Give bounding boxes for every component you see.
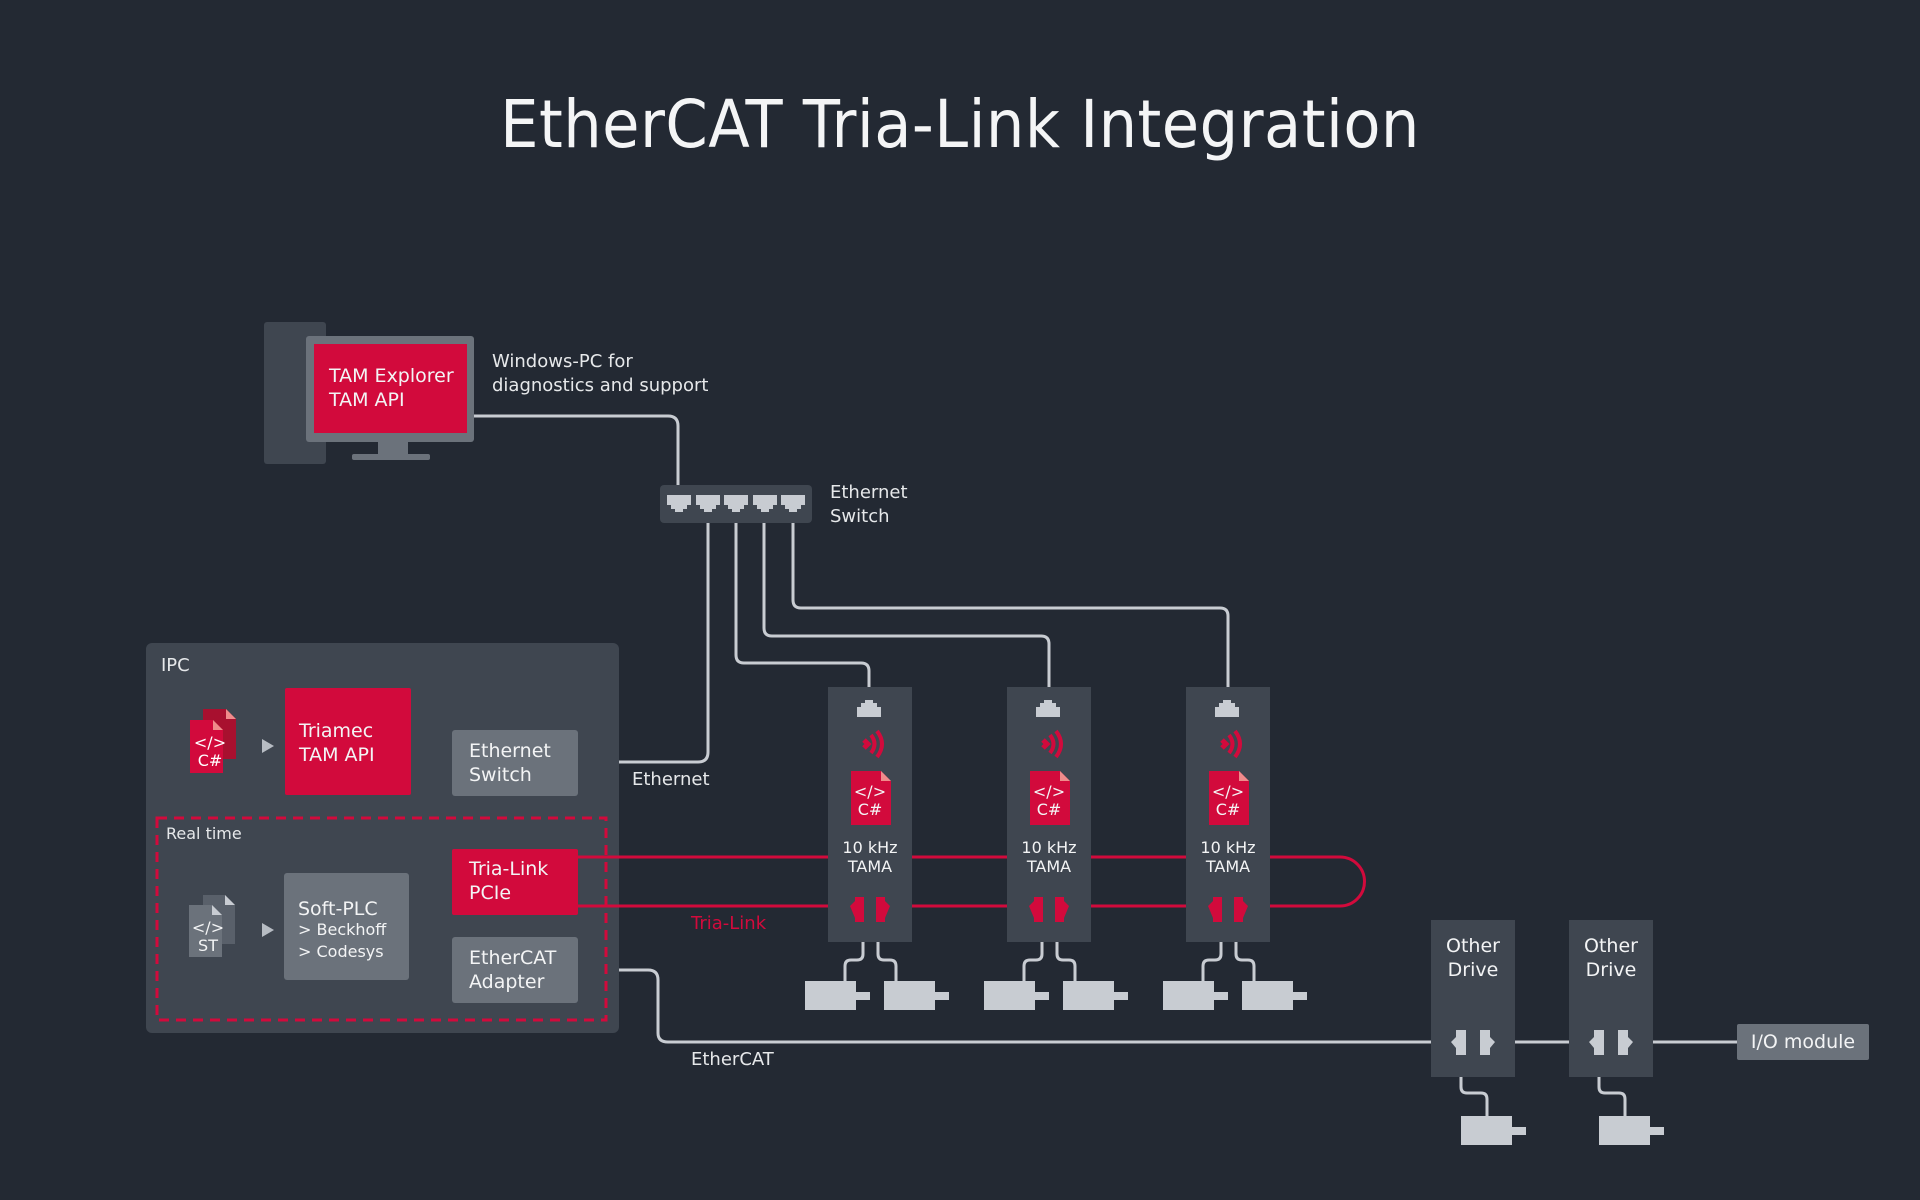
tama-drive	[1163, 687, 1307, 1010]
cable-ethercat	[578, 968, 1737, 1044]
tama-name: TAMA	[1205, 857, 1251, 876]
ethernet-switch-label: Ethernet Switch	[830, 482, 908, 527]
arrow-right-icon	[262, 923, 274, 937]
cable-switch-to-tama1	[734, 508, 871, 700]
motor-icon	[1242, 981, 1307, 1010]
ipc-ethernet-switch-label: Ethernet Switch	[469, 740, 551, 786]
port-icon	[696, 495, 720, 512]
signal-icon	[1041, 729, 1063, 759]
csharp-doc-icon	[1209, 771, 1249, 825]
st-doc-text-1: </>	[191, 918, 225, 937]
tria-link-connector-icon	[1029, 897, 1069, 922]
signal-icon	[862, 729, 884, 759]
other-drive	[1431, 920, 1526, 1145]
tama-frequency: 10 kHz	[1200, 838, 1256, 857]
tama-doc-text-1: </>	[853, 782, 887, 801]
tama-doc-text-2: C#	[1036, 800, 1062, 819]
csharp-doc-icon	[1030, 771, 1070, 825]
tama-name: TAMA	[1026, 857, 1072, 876]
port-icon	[667, 495, 691, 512]
triamec-api-label: Triamec TAM API	[299, 720, 375, 766]
tama-doc-text-1: </>	[1211, 782, 1245, 801]
pc-screen-label-1: TAM Explorer	[329, 365, 454, 387]
ethercat-connector-icon	[1451, 1030, 1495, 1055]
cable-switch-to-ipc	[578, 508, 710, 764]
diagram-title: EtherCAT Tria-Link Integration	[500, 86, 1420, 163]
ipc-ethernet-switch-box	[452, 730, 578, 796]
other-drive-label: Other Drive	[1446, 935, 1500, 981]
port-icon	[781, 495, 805, 512]
cable-pc-to-switch	[474, 414, 680, 502]
soft-plc-title: Soft-PLC	[298, 898, 378, 920]
other-drive	[1569, 920, 1664, 1145]
tria-link-connector-icon	[850, 897, 890, 922]
tama-frequency: 10 kHz	[842, 838, 898, 857]
realtime-boundary	[155, 816, 608, 1022]
motor-icon	[1599, 1116, 1664, 1145]
ethernet-port-icon	[1036, 700, 1060, 717]
triamec-api-box	[285, 688, 411, 795]
motor-icon	[1461, 1116, 1526, 1145]
pc-screen	[314, 344, 467, 433]
port-icon	[724, 495, 748, 512]
tria-link-ring	[578, 855, 1366, 908]
st-doc-text-2: ST	[198, 936, 218, 955]
tria-link-connection-label: Tria-Link	[691, 913, 767, 934]
tama-name: TAMA	[847, 857, 893, 876]
tama-doc-text-2: C#	[1215, 800, 1241, 819]
pc-stand-icon	[378, 442, 408, 455]
ethercat-adapter-box	[452, 937, 578, 1003]
pc-base-icon	[352, 454, 430, 460]
windows-pc-caption: Windows-PC for diagnostics and support	[492, 351, 709, 396]
pc-screen-label-2: TAM API	[329, 389, 405, 411]
motor-icon	[1163, 981, 1228, 1010]
motor-icon	[1063, 981, 1128, 1010]
ethercat-connection-label: EtherCAT	[691, 1049, 774, 1070]
ipc-label: IPC	[161, 655, 190, 676]
tama-frequency: 10 kHz	[1021, 838, 1077, 857]
cable-switch-to-tama2	[762, 508, 1051, 700]
csharp-doc-icon	[190, 709, 236, 773]
arrow-right-icon	[262, 739, 274, 753]
csharp-doc-icon	[851, 771, 891, 825]
ethercat-connector-icon	[1589, 1030, 1633, 1055]
soft-plc-item-codesys: > Codesys	[298, 942, 384, 961]
motor-icon	[884, 981, 949, 1010]
ethernet-connection-label: Ethernet	[632, 769, 710, 790]
tama-doc-text-2: C#	[857, 800, 883, 819]
tama-drive	[805, 687, 949, 1010]
switch-ports	[667, 495, 805, 512]
io-module-label: I/O module	[1750, 1031, 1856, 1053]
motor-icon	[805, 981, 870, 1010]
ethernet-port-icon	[857, 700, 881, 717]
tria-link-connector-icon	[1208, 897, 1248, 922]
ethercat-adapter-label: EtherCAT Adapter	[469, 947, 557, 993]
tria-link-pcie-box	[452, 849, 578, 915]
signal-icon	[1220, 729, 1242, 759]
realtime-label: Real time	[166, 824, 242, 843]
tama-doc-text-1: </>	[1032, 782, 1066, 801]
io-module-box	[1737, 1024, 1869, 1060]
ethernet-port-icon	[1215, 700, 1239, 717]
port-icon	[753, 495, 777, 512]
csharp-doc-text-1: </>	[193, 733, 227, 752]
tama-drive	[984, 687, 1128, 1010]
soft-plc-box	[284, 873, 409, 980]
other-drive-label: Other Drive	[1584, 935, 1638, 981]
motor-icon	[984, 981, 1049, 1010]
csharp-doc-text-2: C#	[197, 751, 223, 770]
cable-switch-to-tama3	[791, 508, 1230, 700]
tria-link-pcie-label: Tria-Link PCIe	[469, 858, 549, 904]
soft-plc-item-beckhoff: > Beckhoff	[298, 920, 387, 939]
st-doc-icon	[189, 895, 235, 957]
